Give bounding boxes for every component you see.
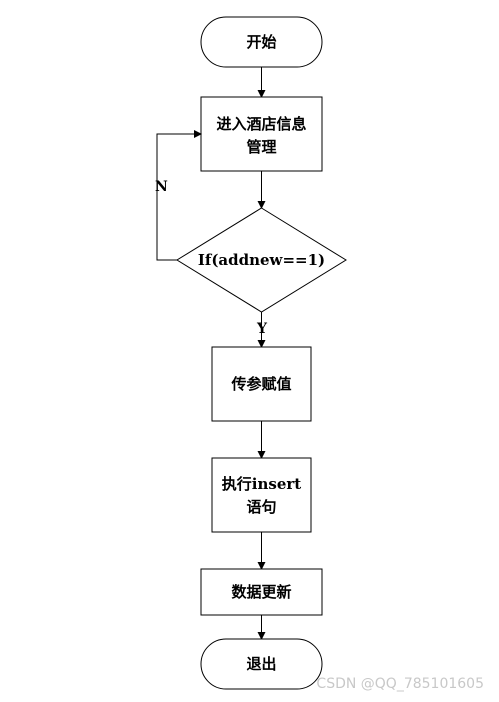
enter-label-line2: 管理 bbox=[246, 138, 276, 156]
update-process-shape bbox=[200, 568, 323, 616]
exit-node: 退出 bbox=[200, 638, 323, 690]
csdn-watermark: CSDN @QQ_785101605 bbox=[316, 676, 484, 692]
enter-hotel-info-node: 进入酒店信息 管理 bbox=[200, 96, 323, 172]
assign-process-shape bbox=[211, 346, 312, 422]
exit-label: 退出 bbox=[246, 655, 276, 673]
enter-label-line1: 进入酒店信息 bbox=[216, 115, 306, 133]
assign-params-node: 传参赋值 bbox=[211, 346, 312, 422]
edge-decision-no-loop bbox=[156, 130, 202, 261]
insert-process-shape bbox=[211, 457, 312, 533]
assign-label: 传参赋值 bbox=[230, 375, 291, 393]
decision-node: If(addnew==1) bbox=[176, 207, 347, 313]
enter-process-shape bbox=[200, 96, 323, 172]
start-node: 开始 bbox=[200, 16, 323, 68]
yes-branch-label: Y bbox=[256, 321, 268, 337]
no-branch-label: N bbox=[155, 179, 168, 195]
data-update-node: 数据更新 bbox=[200, 568, 323, 616]
exit-terminator-shape bbox=[200, 638, 323, 690]
execute-insert-node: 执行insert 语句 bbox=[211, 457, 312, 533]
insert-label-line2: 语句 bbox=[246, 498, 276, 516]
insert-label-line1: 执行insert bbox=[222, 475, 301, 493]
decision-label: If(addnew==1) bbox=[198, 251, 325, 269]
start-label: 开始 bbox=[246, 33, 276, 51]
update-label: 数据更新 bbox=[231, 583, 291, 601]
